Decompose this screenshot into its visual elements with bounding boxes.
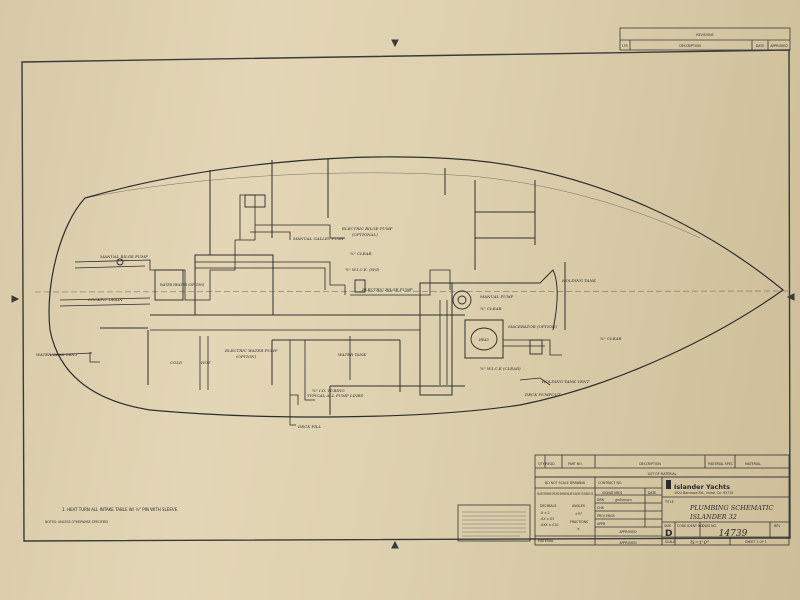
label-holding-tank-vent: HOLDING TANK VENT xyxy=(541,379,590,384)
label-clear-top: ¾" CLEAR xyxy=(350,251,372,256)
label-manual-galley-pump: MANUAL GALLEY PUMP xyxy=(292,236,345,241)
label-water-tank: WATER TANK xyxy=(338,352,367,357)
tb-material: MATERIAL xyxy=(745,462,761,466)
tb-unless: UNLESS OTHERWISE SPECIFIED DIMENSIONS AR… xyxy=(537,492,593,496)
label-manual-bilge-pump: MANUAL BILGE PUMP xyxy=(99,254,148,259)
interior-structure xyxy=(100,158,566,415)
label-electric-water-pump: ELECTRIC WATER PUMP xyxy=(224,348,278,353)
tb-row-appr: APPR xyxy=(597,522,606,526)
hull-outline xyxy=(34,156,791,418)
tb-title-line1: PLUMBING SCHEMATIC xyxy=(689,504,773,512)
tb-decimals: DECIMALS xyxy=(540,504,556,508)
label-holding-tank: HOLDING TANK xyxy=(561,278,597,283)
components xyxy=(116,194,543,355)
label-water-tank-vent: WATER TANK VENT xyxy=(36,352,78,357)
tb-row-chk: CHK xyxy=(597,506,605,510)
tb-description: DESCRIPTION xyxy=(639,462,661,466)
tb-material-spec: MATERIAL SPEC xyxy=(708,462,734,466)
tb-frac-val: ± xyxy=(577,527,580,531)
tb-title-line2: ISLANDER 32 xyxy=(689,513,737,521)
tb-row-drn: DRN xyxy=(597,498,605,502)
tb-size-label: SIZE xyxy=(664,524,671,528)
tb-qty: QTY REQD xyxy=(538,462,555,466)
tb-rev-label: REV xyxy=(774,524,781,528)
tb-material-label: MATERIAL xyxy=(538,539,554,543)
rev-col-approved: APPROVED xyxy=(770,44,788,48)
notes-unless: NOTES: UNLESS OTHERWISE SPECIFIED xyxy=(45,520,109,524)
label-deck-pumpout: DECK PUMPOUT xyxy=(524,392,561,397)
tb-dwg-no: 14739 xyxy=(719,529,748,539)
label-hose-clear: ¾" W.I.C.E (CLEAR) xyxy=(480,366,521,371)
tb-code-ident: CODE IDENT NO. xyxy=(677,524,704,528)
company-logo xyxy=(666,480,671,489)
tb-title-label: TITLE xyxy=(664,500,674,504)
label-tubing: ¾" I.D. TUBING xyxy=(312,388,346,393)
rev-col-description: DESCRIPTION xyxy=(679,44,701,48)
tb-scale-val: ¾=1'0" xyxy=(690,539,709,546)
label-optional-a: (OPTIONAL) xyxy=(352,232,378,237)
label-typical-pump: TYPICAL ALL PUMP LINES xyxy=(307,393,364,398)
tb-scale-label: SCALE xyxy=(665,540,675,544)
tb-angles: ANGLES xyxy=(572,504,585,508)
tb-company-addr: 1922 Barranca Rd., Irvine, Ca. 92714 xyxy=(674,491,733,495)
tb-size-val: D xyxy=(665,529,672,539)
tb-ang-val: ±½° xyxy=(575,512,583,516)
tb-list-of-material: LIST OF MATERIAL xyxy=(648,472,677,476)
label-macerator: MACERATOR (OPTION) xyxy=(507,324,557,329)
tb-dec-2: .XX ±.03 xyxy=(540,517,554,521)
tb-part-no: PART NO. xyxy=(568,462,583,466)
rev-col-ltr: LTR xyxy=(622,44,628,48)
label-wire-reinforced: ¾" W.I.C.E. (W/I) xyxy=(345,267,380,272)
tb-approved-2: APPROVED xyxy=(619,541,637,545)
revisions-title: REVISIONS xyxy=(696,33,713,37)
tb-dec-3: .XXX ±.010 xyxy=(540,523,558,527)
tb-contract-no: CONTRACT NO. xyxy=(598,481,622,485)
label-optional-b: (OPTION) xyxy=(236,354,257,359)
label-manual-pump: MANUAL PUMP xyxy=(479,294,514,299)
label-hot: HOT xyxy=(200,360,211,365)
title-block xyxy=(457,454,790,546)
tb-row-proj: PROJ ENGR xyxy=(597,514,615,518)
label-cold: COLD xyxy=(170,360,183,365)
label-clear-right: ¾" CLEAR xyxy=(600,336,622,341)
label-head: HEAD xyxy=(478,338,489,342)
tb-dec-1: .X ±.1 xyxy=(540,511,550,515)
schematic-labels: MANUAL BILGE PUMP ELECTRIC BILGE PUMP (O… xyxy=(36,226,622,524)
standard-notes-block xyxy=(462,511,526,537)
rev-col-date: DATE xyxy=(756,44,764,48)
tb-date: DATE xyxy=(648,491,656,495)
tb-do-not-scale: DO NOT SCALE DRAWING xyxy=(545,481,586,485)
tb-signatures: SIGNATURES xyxy=(602,491,622,495)
note-line: 1. HEAT TURN ALL INTAKE TABLE W/ ½" PIN … xyxy=(62,507,178,512)
tb-approved: APPROVED xyxy=(619,530,637,534)
sheet-border xyxy=(11,39,795,549)
tb-dwg-no-label: DWG NO. xyxy=(702,524,717,528)
tb-drawn-by: gmhansen xyxy=(615,498,632,502)
label-water-heater: WATER HEATER (OPTION) xyxy=(160,283,205,287)
tb-company: Islander Yachts xyxy=(674,483,730,491)
label-cockpit-drain: COCKPIT DRAIN xyxy=(88,297,123,302)
label-electric-bilge-pump: ELECTRIC BILGE PUMP xyxy=(341,226,393,231)
label-electric-bilge-pump-2: ELECTRIC BILGE PUMP xyxy=(361,287,413,292)
tb-sheet-label: SHEET 1 OF 1 xyxy=(745,540,767,544)
tb-fractions: FRACTIONS xyxy=(570,520,588,524)
revisions-block xyxy=(619,27,791,51)
label-deck-fill: DECK FILL xyxy=(297,424,321,429)
label-clear-mid: ¾" CLEAR xyxy=(480,306,502,311)
